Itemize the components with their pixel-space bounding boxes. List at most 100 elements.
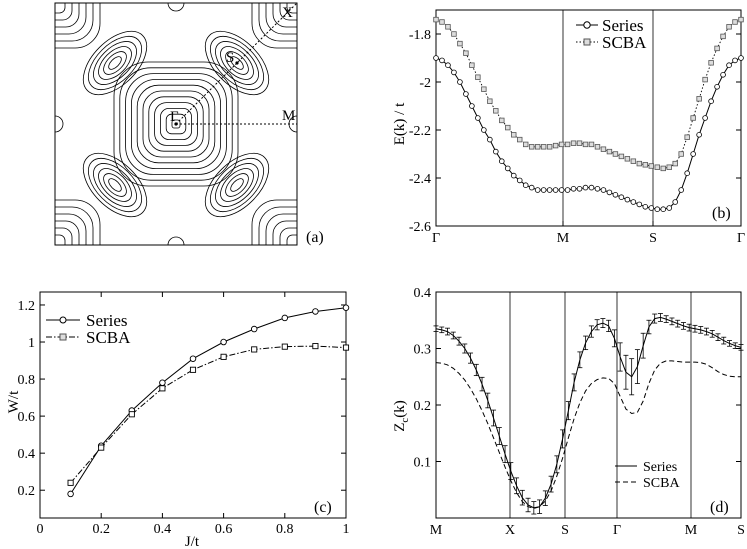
panel-c-xtick-label: 0.6 xyxy=(215,522,233,537)
panel-d-errorbar xyxy=(686,323,692,332)
panel-b-point xyxy=(702,115,708,121)
panel-b-point xyxy=(493,148,499,155)
panel-d-errorbar xyxy=(542,490,548,506)
panel-d-errorbar xyxy=(525,497,531,513)
panel-b-frame xyxy=(435,9,742,227)
panel-d-errorbar xyxy=(611,329,617,348)
contour-lobe xyxy=(103,173,127,197)
panel-d-errorbar xyxy=(554,455,560,474)
panel-d-errorbar xyxy=(479,376,485,392)
panel-b-point xyxy=(439,57,445,64)
panel-b-point xyxy=(523,141,529,148)
point-s-marker xyxy=(235,61,239,65)
panel-b-point xyxy=(672,199,679,205)
panel-b-point xyxy=(654,206,661,213)
panel-b-point xyxy=(594,144,601,150)
panel-c-point xyxy=(342,304,350,311)
panel-b-legend-label: Series xyxy=(602,16,644,35)
panel-d-errorbar xyxy=(669,317,675,326)
panel-d-errorbar xyxy=(473,363,479,377)
panel-d-errorbar xyxy=(663,315,669,323)
panel-c-ytick-label: 0.6 xyxy=(18,410,36,425)
panel-d-errorbar xyxy=(617,342,623,372)
panel-d-ytick-label: 0.3 xyxy=(414,343,432,358)
panel-d-errorbar xyxy=(738,344,744,351)
panel-d-errorbar xyxy=(468,352,474,364)
panel-b-point xyxy=(504,165,511,172)
panel-c-point xyxy=(220,353,227,360)
panel-a-label: (a) xyxy=(306,229,324,246)
panel-b-ytick-label: -2.2 xyxy=(409,124,431,139)
panel-d-errorbar xyxy=(560,429,566,449)
panel-b-point xyxy=(516,177,523,184)
panel-c-label: (c) xyxy=(314,499,332,516)
panel-b-point xyxy=(624,156,631,162)
panel-c-point xyxy=(220,338,227,346)
panel-b-point xyxy=(481,86,487,92)
panel-b-point xyxy=(690,151,696,157)
panel-b-point xyxy=(469,103,475,109)
panel-c-point xyxy=(159,379,166,387)
panel-d-ytick-label: 0.1 xyxy=(414,456,432,471)
panel-b-point xyxy=(600,146,607,152)
point-gamma-label: Γ xyxy=(170,109,179,125)
panel-b-point xyxy=(564,141,571,148)
panel-d-errorbar xyxy=(629,358,635,396)
panel-d-xtick-label: S xyxy=(561,523,569,538)
panel-b-point xyxy=(439,19,445,25)
panel-d-errorbar xyxy=(657,313,663,322)
contour-lobe xyxy=(98,46,132,80)
panel-d-errorbar xyxy=(571,373,577,392)
panel-b-point xyxy=(546,144,553,150)
contour-lobe xyxy=(93,41,137,85)
panel-c-point xyxy=(250,325,258,333)
panel-b-point xyxy=(457,40,463,47)
panel-c-point xyxy=(189,366,197,373)
contour-lobe xyxy=(215,163,259,207)
panel-d-errorbar xyxy=(514,477,520,495)
panel-d-errorbar xyxy=(485,392,491,409)
panel-b-point xyxy=(451,69,457,76)
panel-d-errorbar xyxy=(583,335,589,351)
point-m-label: M xyxy=(282,108,295,124)
panel-b-point xyxy=(463,91,469,97)
panel-b-ylabel: E(k) / t xyxy=(392,102,408,145)
panel-d-errorbar xyxy=(462,343,468,354)
panel-b-point xyxy=(588,184,595,191)
contour-lobe xyxy=(103,51,127,75)
contour-edge xyxy=(167,3,185,12)
panel-b-point xyxy=(720,33,726,40)
panel-d-errorbar xyxy=(680,322,686,330)
panel-d-xtick-label: X xyxy=(505,523,515,538)
panel-b-point xyxy=(493,108,499,114)
panel-b-legend-marker xyxy=(583,38,591,46)
panel-c-ytick-label: 0.8 xyxy=(18,373,36,388)
panel-c-ytick-label: 1 xyxy=(28,336,35,351)
panel-b-point xyxy=(714,45,720,52)
panel-b-xtick-label: S xyxy=(649,231,657,246)
panel-b-point xyxy=(636,201,643,208)
panel-b-point xyxy=(624,196,631,203)
panel-b-point xyxy=(540,144,547,150)
panel-c-point xyxy=(128,411,135,418)
point-x-label: X xyxy=(282,5,293,21)
contour-lobe xyxy=(88,158,142,212)
panel-b-point xyxy=(552,187,559,193)
panel-d-errorbar xyxy=(703,327,709,336)
panel-d-errorbar xyxy=(623,354,629,390)
contour-lobe xyxy=(220,168,254,202)
panel-c-point xyxy=(342,344,350,351)
panel-b-point xyxy=(475,115,481,121)
panel-c-legend-label: Series xyxy=(86,311,128,330)
panel-d-ytick-label: 0.4 xyxy=(414,286,432,301)
panel-c-legend-marker xyxy=(59,316,67,324)
panel-d-errorbar xyxy=(548,475,554,493)
contour-lobe xyxy=(98,168,132,202)
panel-b-point xyxy=(732,19,738,25)
panel-d-errorbar xyxy=(565,401,571,421)
panel-b-point xyxy=(469,62,475,68)
